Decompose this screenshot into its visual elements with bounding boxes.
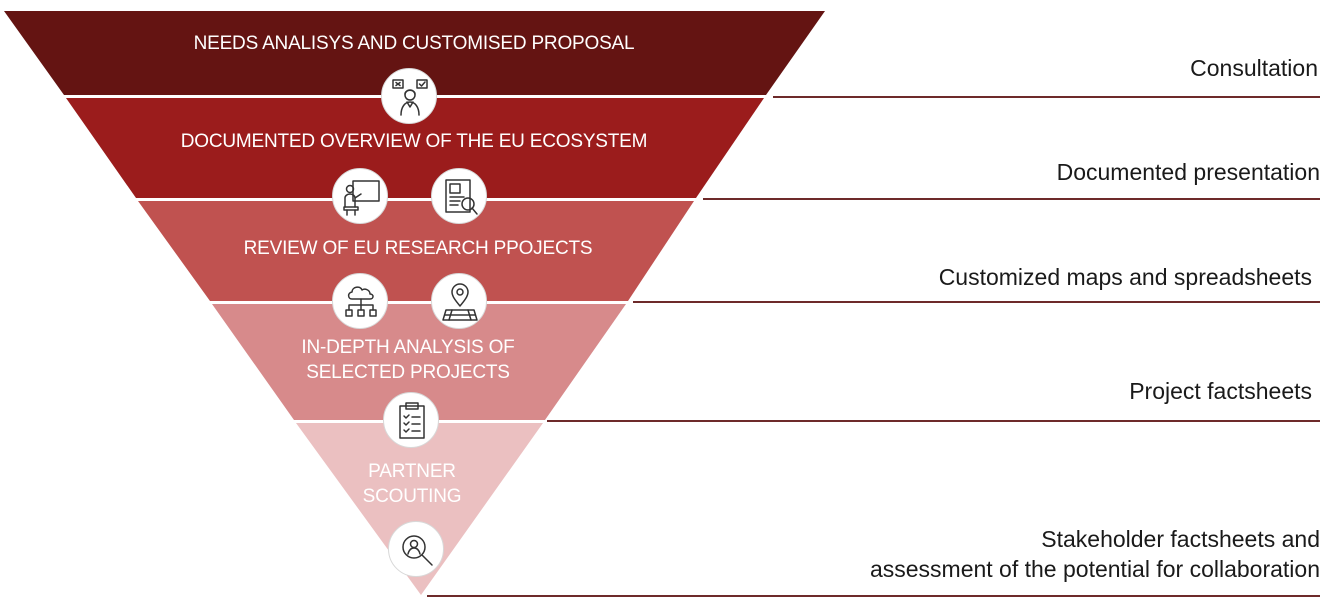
- stage-title-documented-overview: DOCUMENTED OVERVIEW OF THE EU ECOSYSTEM: [180, 131, 648, 152]
- separator-line-1: [773, 96, 1320, 98]
- output-label-stakeholder-factsheets: Stakeholder factsheets and assessment of…: [870, 524, 1320, 584]
- presentation-icon: [332, 168, 388, 224]
- stage-title-needs-analysis: NEEDS ANALISYS AND CUSTOMISED PROPOSAL: [193, 33, 635, 54]
- map-pin-icon: [431, 273, 487, 329]
- output-label-line: Stakeholder factsheets and: [1041, 526, 1320, 552]
- stage-title-line: SCOUTING: [362, 486, 462, 507]
- person-search-icon: [388, 521, 444, 577]
- stage-title-in-depth-analysis: IN-DEPTH ANALYSIS OF SELECTED PROJECTS: [208, 335, 608, 385]
- output-label-documented-presentation: Documented presentation: [1056, 159, 1320, 185]
- output-label-project-factsheets: Project factsheets: [1129, 378, 1312, 404]
- separator-line-3: [633, 301, 1320, 303]
- funnel-stage-5: [296, 423, 543, 595]
- output-label-maps-spreadsheets: Customized maps and spreadsheets: [938, 264, 1312, 290]
- separator-line-5: [427, 595, 1320, 597]
- funnel-stage-1: [4, 11, 825, 95]
- stage-title-line: SELECTED PROJECTS: [306, 362, 510, 383]
- funnel-stage-3: [138, 201, 694, 301]
- funnel-stage-2: [66, 98, 764, 198]
- stage-title-review-projects: REVIEW OF EU RESEARCH PPOJECTS: [243, 238, 593, 259]
- consultant-icon: [381, 68, 437, 124]
- clipboard-checklist-icon: [383, 392, 439, 448]
- output-label-line: assessment of the potential for collabor…: [869, 556, 1320, 582]
- separator-line-2: [703, 198, 1320, 200]
- cloud-network-icon: [332, 273, 388, 329]
- separator-line-4: [547, 420, 1320, 422]
- output-label-consultation: Consultation: [1190, 55, 1318, 81]
- funnel-stage-4: [212, 304, 626, 420]
- stage-title-line: IN-DEPTH ANALYSIS OF: [301, 337, 515, 358]
- stage-title-line: PARTNER: [368, 461, 456, 482]
- stage-title-partner-scouting: PARTNER SCOUTING: [312, 459, 512, 509]
- document-search-icon: [431, 168, 487, 224]
